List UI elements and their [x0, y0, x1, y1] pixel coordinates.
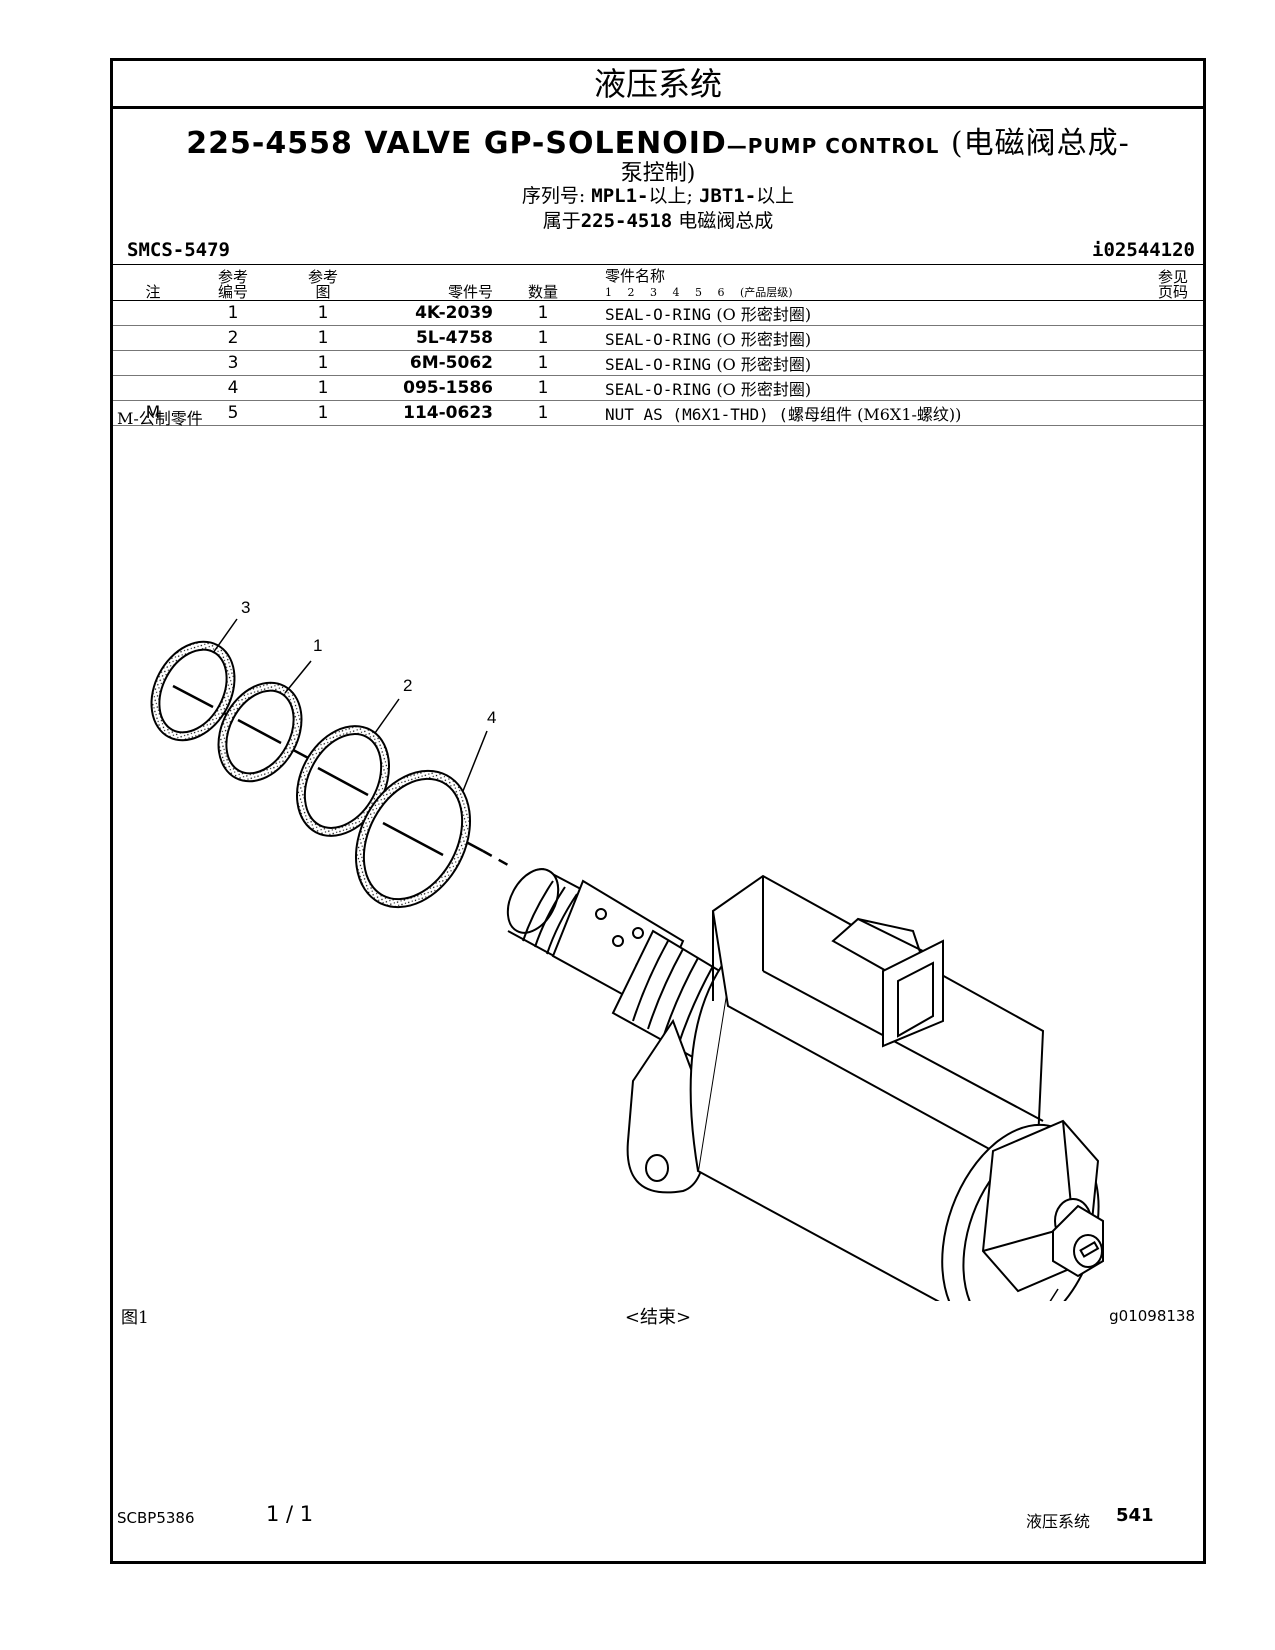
belongs-name: 电磁阀总成 [678, 210, 774, 232]
row-name: SEAL-O-RING (O 形密封圈) [593, 375, 1143, 401]
col-see-page: 参见页码 [1143, 264, 1203, 301]
row-qty: 1 [493, 325, 593, 351]
row-qty: 1 [493, 400, 593, 426]
table-row: M 5 1 114-0623 1 NUT AS (M6X1-THD) (螺母组件… [113, 400, 1203, 426]
row-fig: 1 [273, 300, 373, 326]
row-name: SEAL-O-RING (O 形密封圈) [593, 300, 1143, 326]
metric-footnote: M-公制零件 [117, 409, 203, 428]
row-ref: 5 [193, 400, 273, 426]
footer-page-of: 1 / 1 [266, 1502, 314, 1526]
serial-1-suffix: 以上; [648, 185, 693, 207]
o-ring-3 [150, 640, 236, 742]
table-row: 4 1 095-1586 1 SEAL-O-RING (O 形密封圈) [113, 375, 1203, 401]
row-see-page [1143, 300, 1203, 326]
row-part-number: 6M-5062 [373, 350, 493, 376]
col-ref-fig: 参考图 [273, 264, 373, 301]
col-ref-no: 参考编号 [193, 264, 273, 301]
serial-range: 序列号: MPL1-以上; JBT1-以上 [113, 181, 1203, 208]
product-levels: 1 2 3 4 5 6 (产品层级) [605, 286, 793, 299]
table-row: 3 1 6M-5062 1 SEAL-O-RING (O 形密封圈) [113, 350, 1203, 376]
parts-table: 注 参考编号 参考图 零件号 数量 零件名称 1 2 3 4 5 6 (产品层级… [113, 264, 1203, 426]
section-title: 液压系统 [113, 61, 1203, 109]
row-part-number: 114-0623 [373, 400, 493, 426]
callout-3: 3 [241, 598, 250, 617]
page-frame: 液压系统 225-4558 VALVE GP-SOLENOID—PUMP CON… [110, 58, 1206, 1564]
row-ref: 2 [193, 325, 273, 351]
row-note [113, 375, 193, 401]
row-ref: 1 [193, 300, 273, 326]
belongs-to: 属于225-4518 电磁阀总成 [113, 206, 1203, 233]
row-qty: 1 [493, 350, 593, 376]
row-see-page [1143, 400, 1203, 426]
belongs-part-number: 225-4518 [580, 210, 673, 232]
col-qty: 数量 [493, 264, 593, 301]
smcs-code: SMCS-5479 [127, 239, 230, 261]
row-note [113, 325, 193, 351]
row-see-page [1143, 375, 1203, 401]
belongs-prefix: 属于 [542, 210, 581, 232]
row-ref: 4 [193, 375, 273, 401]
row-part-number: 095-1586 [373, 375, 493, 401]
row-qty: 1 [493, 375, 593, 401]
col-note: 注 [113, 264, 193, 301]
end-label: <结束> [624, 1307, 692, 1328]
figure-label: 图1 [121, 1308, 149, 1328]
row-part-number: 4K-2039 [373, 300, 493, 326]
row-ref: 3 [193, 350, 273, 376]
row-name: NUT AS (M6X1-THD) (螺母组件 (M6X1-螺纹)) [593, 400, 1143, 426]
table-row: 1 1 4K-2039 1 SEAL-O-RING (O 形密封圈) [113, 300, 1203, 326]
row-note: M [113, 400, 193, 426]
serial-2-suffix: 以上 [756, 185, 795, 207]
serial-1: MPL1- [591, 185, 649, 207]
serial-2: JBT1- [698, 185, 757, 207]
group-title-zh: (电磁阀总成- [950, 126, 1130, 161]
row-name: SEAL-O-RING (O 形密封圈) [593, 350, 1143, 376]
col-part-no: 零件号 [373, 264, 493, 301]
group-title-zh-cont: 泵控制) [620, 161, 696, 186]
row-see-page [1143, 350, 1203, 376]
row-fig: 1 [273, 400, 373, 426]
row-fig: 1 [273, 375, 373, 401]
callout-4: 4 [487, 708, 496, 727]
callout-1: 1 [313, 636, 322, 655]
callout-2: 2 [403, 676, 412, 695]
row-qty: 1 [493, 300, 593, 326]
footer-page-number: 541 [1116, 1505, 1154, 1526]
row-fig: 1 [273, 350, 373, 376]
solenoid-valve [491, 868, 1104, 1301]
table-header-row: 注 参考编号 参考图 零件号 数量 零件名称 1 2 3 4 5 6 (产品层级… [113, 264, 1203, 301]
row-note [113, 350, 193, 376]
illustration-id: i02544120 [1092, 239, 1195, 261]
footer-doc-id: SCBP5386 [117, 1509, 195, 1527]
group-title: 225-4558 VALVE GP-SOLENOID—PUMP CONTROL … [113, 118, 1203, 162]
serial-label: 序列号: [521, 185, 586, 207]
group-title-en: VALVE GP-SOLENOID [364, 126, 727, 161]
exploded-diagram: 3 1 2 4 5 [150, 598, 1104, 1301]
col-name: 零件名称 1 2 3 4 5 6 (产品层级) [593, 264, 1143, 301]
row-see-page [1143, 325, 1203, 351]
group-part-number: 225-4558 [186, 126, 353, 161]
row-name: SEAL-O-RING (O 形密封圈) [593, 325, 1143, 351]
footer-section: 液压系统 [1026, 1512, 1091, 1531]
row-part-number: 5L-4758 [373, 325, 493, 351]
row-fig: 1 [273, 325, 373, 351]
graphic-id: g01098138 [1109, 1307, 1195, 1325]
table-row: 2 1 5L-4758 1 SEAL-O-RING (O 形密封圈) [113, 325, 1203, 351]
row-note [113, 300, 193, 326]
group-title-en-sub: —PUMP CONTROL [726, 134, 940, 158]
